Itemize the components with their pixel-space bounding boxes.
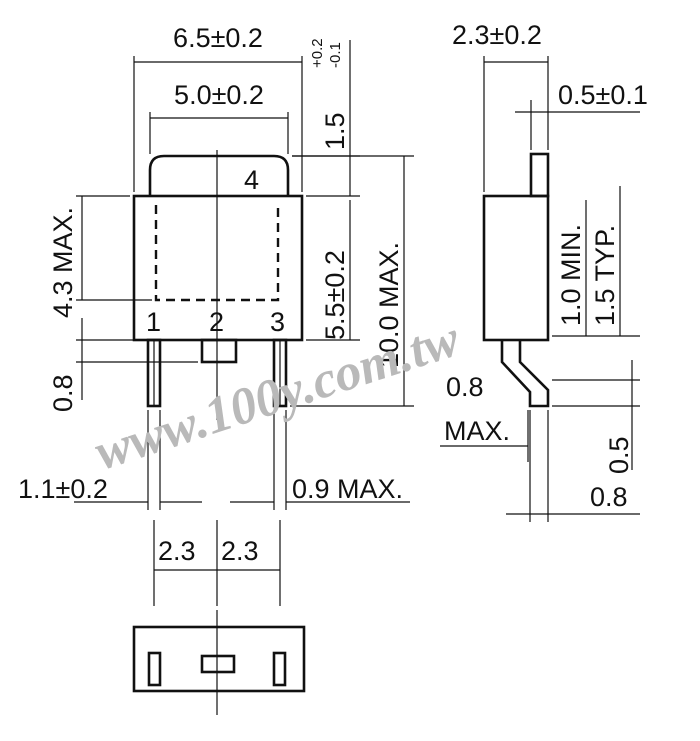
dim-width-outer: 6.5±0.2	[173, 23, 263, 53]
dim-lead-end: 0.8	[590, 482, 628, 512]
dim-lead-min: 1.0 MIN.	[556, 224, 586, 326]
front-view: 1 2 3 4 6.5±0.2 5.0±0.2 4.3 MAX. 0.8 1.5…	[18, 23, 414, 606]
side-body	[482, 194, 550, 342]
bottom-body-outline	[132, 625, 306, 693]
dim-lead-typ: 1.5 TYP.	[590, 225, 620, 326]
dim-lead-width-left: 1.1±0.2	[18, 474, 108, 504]
dim-body-height: 4.3 MAX.	[48, 207, 78, 318]
dim-tab-tol-lower: -0.1	[327, 42, 344, 68]
bottom-lead-1	[147, 651, 162, 687]
dim-pitch-left: 2.3	[158, 536, 196, 566]
pin-number-3: 3	[270, 307, 285, 337]
dim-standoff-max: MAX.	[444, 416, 510, 446]
pin-number-2: 2	[209, 307, 224, 337]
dim-total-length: 10.0 MAX.	[374, 242, 404, 368]
dim-thickness: 2.3±0.2	[452, 20, 542, 50]
dim-tab-thickness: 0.5±0.1	[558, 80, 648, 110]
lead-2-stub	[200, 338, 238, 364]
bottom-view	[132, 610, 306, 715]
side-tab	[529, 152, 550, 198]
dim-width-tab: 5.0±0.2	[174, 80, 264, 110]
dim-tab-tol-upper: +0.2	[309, 38, 326, 68]
dim-standoff: 0.8	[446, 372, 484, 402]
dim-pitch-right: 2.3	[221, 536, 259, 566]
bottom-lead-2	[200, 654, 236, 674]
bottom-lead-3	[272, 651, 287, 687]
dim-lead-step: 0.8	[48, 374, 78, 412]
pin-number-4: 4	[244, 165, 259, 195]
side-view: 2.3±0.2 0.5±0.1 1.0 MIN. 1.5 TYP. 0.8 MA…	[440, 20, 648, 522]
pin-number-1: 1	[146, 307, 161, 337]
dim-tab-height: 1.5	[320, 112, 350, 150]
side-lead	[500, 340, 550, 408]
dim-lead-width-right: 0.9 MAX.	[292, 474, 403, 504]
dim-body-length: 5.5±0.2	[320, 250, 350, 340]
tab-outline	[148, 154, 290, 196]
dim-lead-bend: 0.5	[604, 436, 634, 474]
